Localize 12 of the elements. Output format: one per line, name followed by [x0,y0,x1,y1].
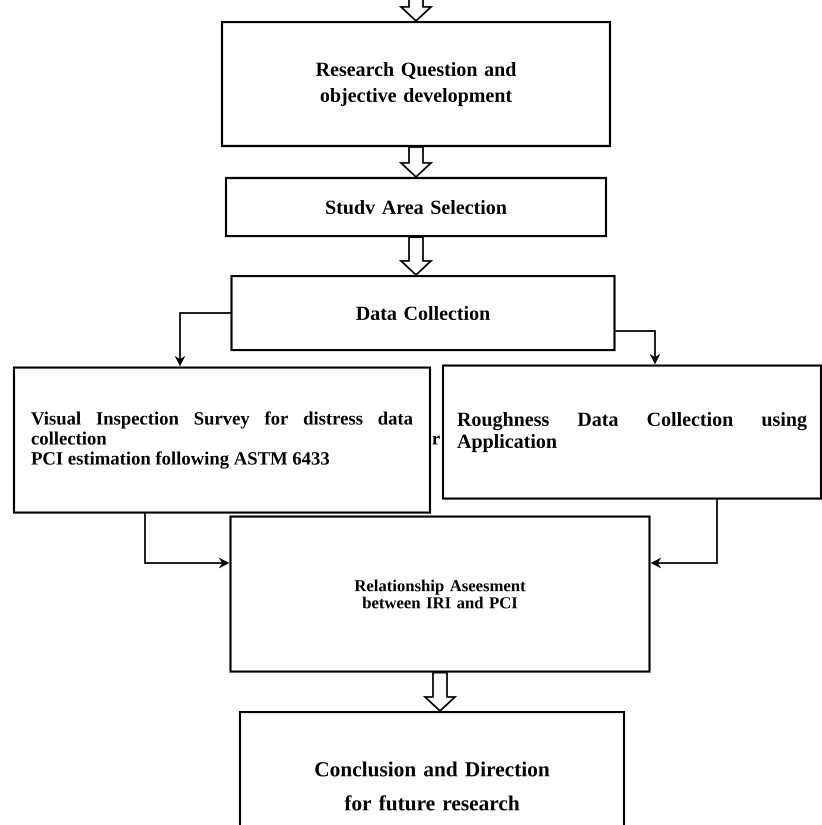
process-box: Roughness Data Collection using Application [442,364,822,500]
block-arrow [398,236,434,276]
process-box: Visual Inspection Survey for distress data collection PCI estimation following ASTM 6433 [12,366,432,514]
block-arrow [398,146,434,178]
process-box: Data Collection [230,274,616,352]
block-arrow [398,0,434,22]
process-box: Relationship Aseesment between IRI and PCI [229,515,651,673]
stray-letter: r [432,436,440,444]
block-arrow [422,672,458,712]
process-box: Studv Area Selection [224,176,608,238]
process-box: Conclusion and Direction for future research [238,710,626,825]
process-box: Research Question and objective development [220,20,612,148]
